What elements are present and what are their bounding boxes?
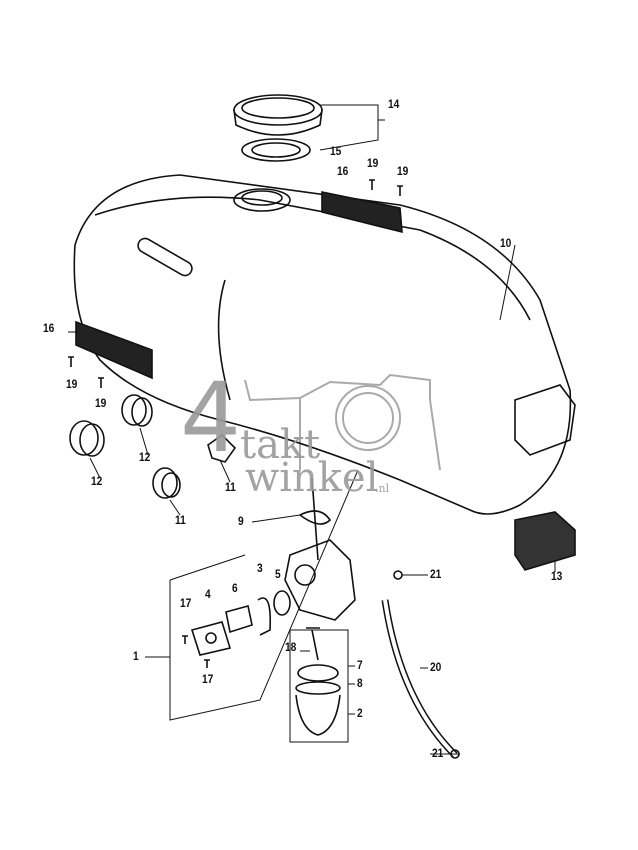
- watermark-digit: 4: [180, 362, 242, 474]
- label-11: 11: [175, 513, 186, 527]
- label-13: 13: [551, 569, 563, 583]
- label-21: 21: [432, 746, 444, 760]
- label-3: 3: [257, 561, 263, 575]
- label-19: 19: [367, 156, 379, 170]
- emblem-side: [75, 320, 153, 380]
- watermark-line1: takt: [240, 422, 321, 468]
- label-14: 14: [388, 97, 400, 111]
- watermark-line2: winkel: [245, 455, 379, 501]
- emblem-top: [321, 191, 403, 234]
- bracket: [514, 511, 576, 571]
- watermark-suffix: .nl: [375, 482, 390, 495]
- label-15: 15: [330, 144, 342, 158]
- cap-gasket: [241, 138, 311, 162]
- grommets: [69, 394, 237, 499]
- label-17: 17: [202, 672, 214, 686]
- label-5: 5: [275, 567, 281, 581]
- label-10: 10: [500, 236, 512, 250]
- screws: [68, 179, 403, 668]
- label-7: 7: [357, 658, 363, 672]
- label-1: 1: [133, 649, 139, 663]
- label-12: 12: [91, 474, 103, 488]
- label-19: 19: [66, 377, 78, 391]
- label-9: 9: [238, 514, 244, 528]
- label-11: 11: [225, 480, 236, 494]
- label-2: 2: [357, 706, 363, 720]
- label-18: 18: [285, 640, 297, 654]
- label-6: 6: [232, 581, 238, 595]
- label-19: 19: [95, 396, 107, 410]
- label-17: 17: [180, 596, 192, 610]
- label-16: 16: [337, 164, 349, 178]
- label-20: 20: [430, 660, 442, 674]
- label-16: 16: [43, 321, 55, 335]
- watermark-scooter: [244, 373, 441, 471]
- fuel-petcock: [190, 477, 356, 736]
- fuel-cap: [233, 94, 323, 136]
- leader-lines: [68, 104, 556, 755]
- label-21: 21: [430, 567, 442, 581]
- label-19: 19: [397, 164, 409, 178]
- fuel-hose: [381, 599, 458, 758]
- label-12: 12: [139, 450, 151, 464]
- label-8: 8: [357, 676, 363, 690]
- label-4: 4: [205, 587, 211, 601]
- assembly-frame: [169, 469, 359, 743]
